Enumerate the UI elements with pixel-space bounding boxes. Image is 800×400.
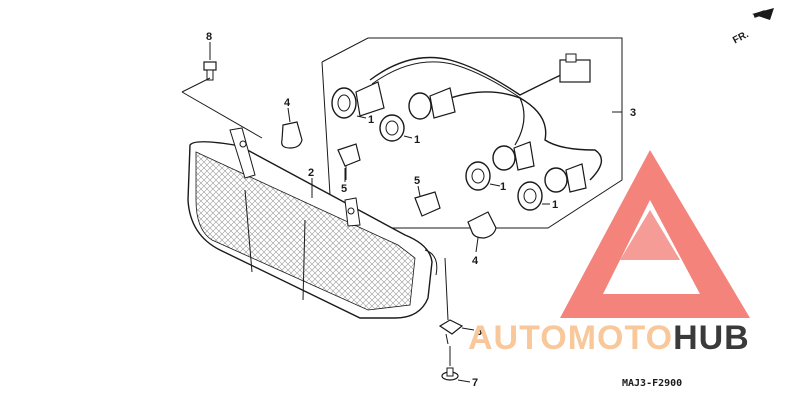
front-direction-arrow-icon: FR. bbox=[731, 8, 774, 46]
callout-1-a: 1 bbox=[368, 114, 374, 126]
bolt-icon bbox=[181, 42, 263, 139]
tail-lamp-housing bbox=[187, 127, 438, 319]
callout-8: 8 bbox=[206, 31, 212, 43]
leader-lines bbox=[311, 111, 622, 383]
socket-icon bbox=[492, 141, 535, 171]
logo-text-part2: HUB bbox=[673, 319, 750, 357]
watermark-logo-icon bbox=[560, 150, 750, 318]
bulb-icon bbox=[281, 107, 303, 149]
wiring-harness bbox=[369, 53, 603, 181]
bulb-icon bbox=[467, 211, 497, 253]
callout-7: 7 bbox=[472, 377, 478, 389]
callout-2: 2 bbox=[308, 167, 314, 179]
callout-4-lower: 4 bbox=[472, 255, 479, 267]
socket-icon bbox=[331, 81, 385, 119]
callout-1-b: 1 bbox=[414, 134, 420, 146]
nut-icon bbox=[438, 257, 464, 345]
socket-icon bbox=[465, 161, 491, 191]
callout-1-c: 1 bbox=[500, 181, 506, 193]
callout-3: 3 bbox=[630, 107, 636, 119]
front-direction-label: FR. bbox=[731, 29, 751, 46]
diagram-code: MAJ3-F2900 bbox=[622, 378, 682, 389]
socket-icon bbox=[544, 163, 587, 193]
screw-icon bbox=[441, 346, 459, 381]
callout-6: 6 bbox=[476, 326, 482, 338]
socket-icon bbox=[379, 114, 405, 142]
socket-icon bbox=[408, 87, 456, 120]
callout-5-left: 5 bbox=[341, 183, 347, 195]
logo-text-part1: AUTOMOTO bbox=[468, 319, 674, 357]
callout-1-d: 1 bbox=[552, 199, 558, 211]
small-bulb-icon bbox=[414, 185, 441, 217]
socket-icon bbox=[517, 181, 543, 211]
callout-5-mid: 5 bbox=[414, 175, 420, 187]
small-bulb-icon bbox=[337, 143, 361, 180]
watermark-logo-text: AUTOMOTOHUB bbox=[468, 318, 750, 358]
callout-4-upper: 4 bbox=[284, 97, 291, 109]
